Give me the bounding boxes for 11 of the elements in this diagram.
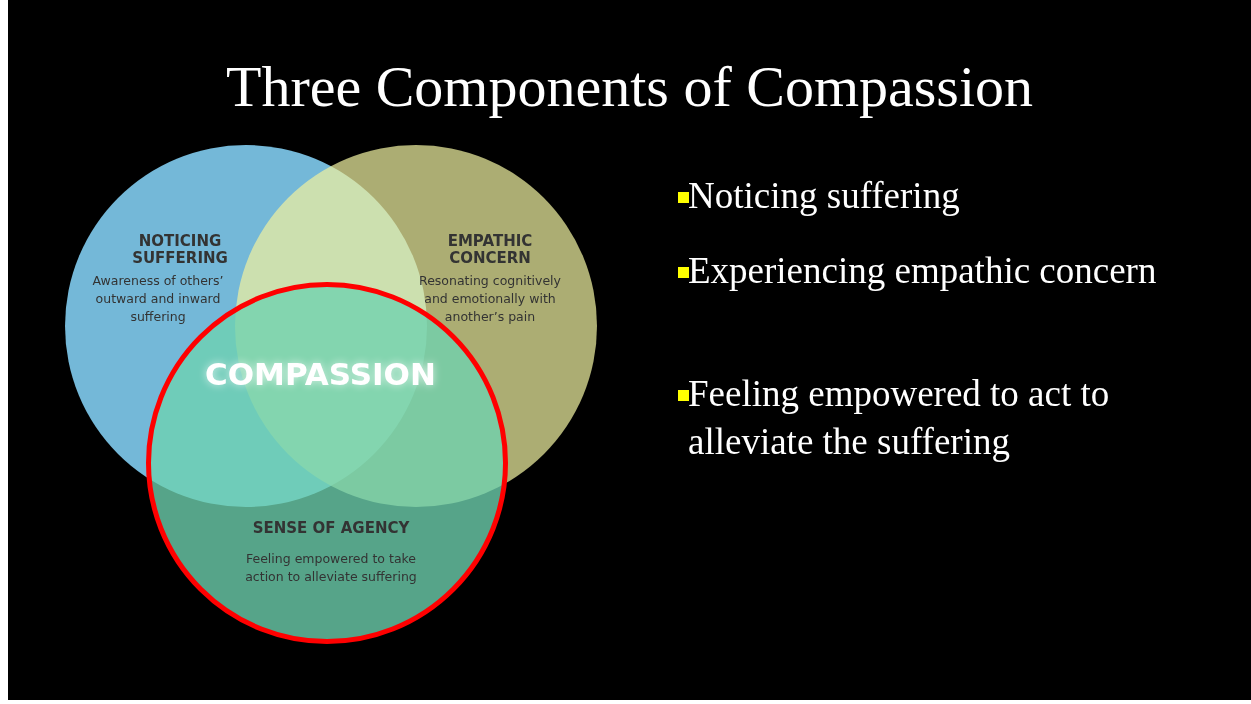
overlap-label: COMPASSION xyxy=(205,356,436,392)
slide-title: Three Components of Compassion xyxy=(224,53,1035,121)
bullet-text: Noticing suffering xyxy=(688,174,961,218)
circle-heading: SENSE OF AGENCY xyxy=(251,520,411,537)
circle-heading: NOTICING SUFFERING xyxy=(131,233,229,267)
circle-description: Awareness of others’ outward and inward suffering xyxy=(91,272,225,326)
circle-heading: EMPATHIC CONCERN xyxy=(446,233,534,267)
bullet-text: Experiencing empathic concern xyxy=(688,249,1158,293)
circle-description: Resonating cognitively and emotionally with another’s pain xyxy=(418,272,562,326)
circle-description: Feeling empowered to take action to alleviate suffering xyxy=(244,550,418,586)
bullet-text: Feeling empowered to act to alleviate the suffering xyxy=(688,372,1111,464)
